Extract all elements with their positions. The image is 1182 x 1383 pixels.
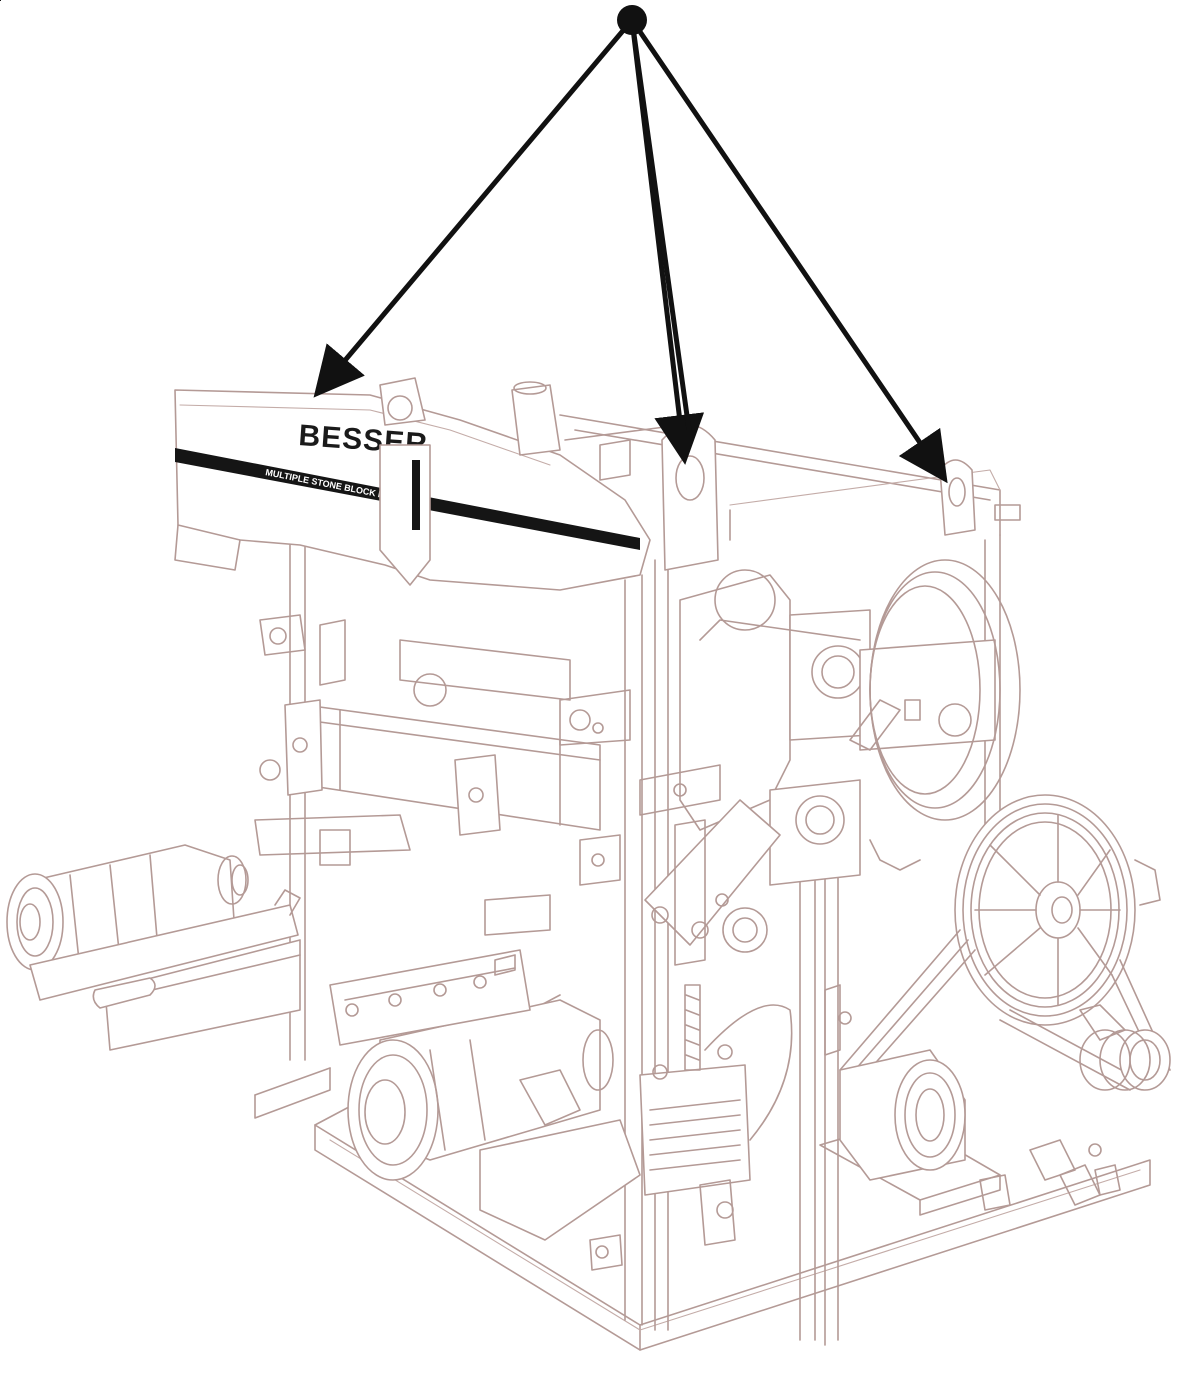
brand-stripe: [0, 0, 1, 1]
crane-hook-point: [617, 5, 647, 35]
lifting-lugs: [661, 424, 976, 571]
right-lifting-lug: [939, 459, 976, 536]
sling-leg-right: [629, 17, 948, 484]
front-drive-motor: [347, 999, 641, 1241]
spring-vibrator: [589, 984, 793, 1271]
sling-leg-center-2: [629, 17, 692, 433]
drive-pulley: [954, 794, 1161, 1026]
handwheel: [869, 559, 1021, 871]
tamper-head: [329, 949, 531, 1046]
vibrator-motor-right: [839, 1004, 1171, 1181]
left-drive-motor: [6, 844, 301, 1051]
feed-box-housing: BESSER MULTIPLE STONE BLOCK MACHINE: [0, 0, 651, 591]
main-frame: [289, 414, 1021, 1346]
lifting-sling: [313, 5, 948, 484]
cam-linkage-assembly: [639, 569, 996, 966]
center-lifting-lug: [661, 424, 719, 571]
mold-box-assembly: [254, 614, 631, 936]
control-fittings: [824, 984, 1121, 1211]
sling-leg-left: [313, 17, 635, 398]
